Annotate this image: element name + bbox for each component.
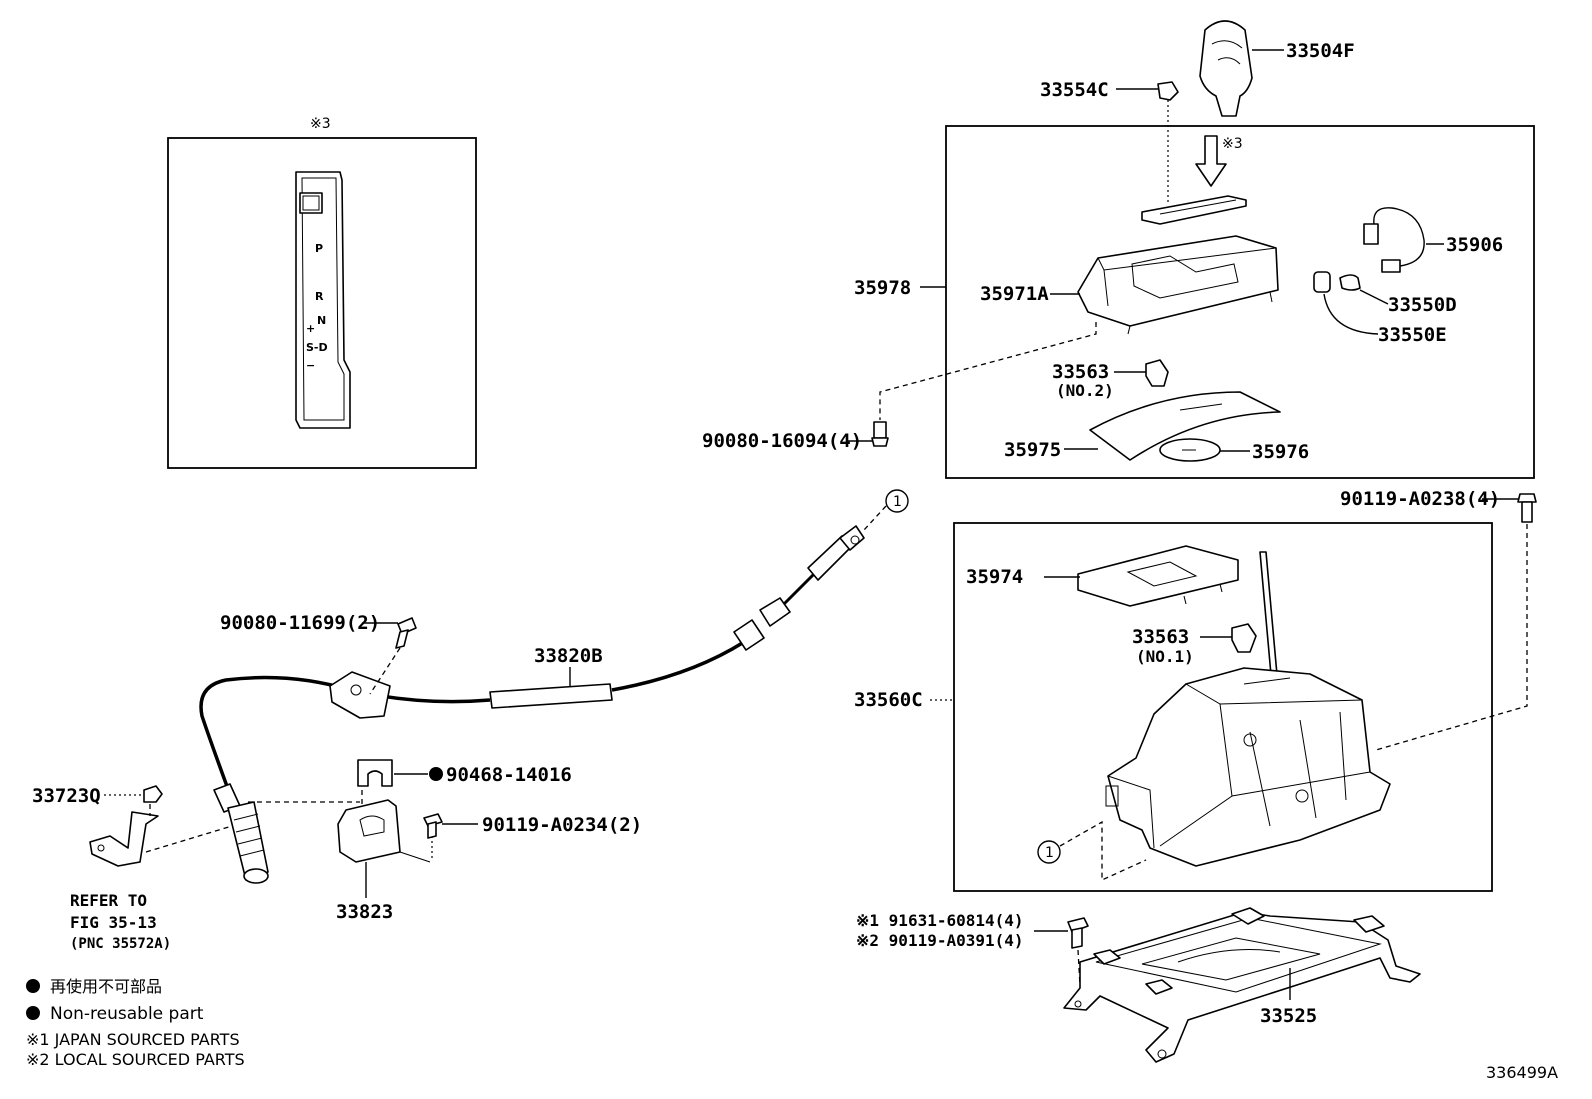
clip-33563-no1[interactable] (1200, 623, 1257, 653)
clip-33563-no2[interactable] (1114, 359, 1169, 387)
gear-plus: + (306, 322, 315, 335)
wire-harness-35906[interactable] (1363, 207, 1444, 273)
label-33563-mid-sub: (NO.1) (1136, 647, 1194, 666)
label-33820B: 33820B (534, 645, 603, 667)
nut-33723Q[interactable] (104, 785, 163, 803)
label-33550D: 33550D (1388, 294, 1457, 316)
housing-35971A[interactable] (1077, 235, 1279, 335)
label-33723Q: 33723Q (32, 785, 101, 807)
gear-p: P (315, 242, 323, 255)
view-direction-arrow (1195, 135, 1227, 187)
inset-frame (167, 137, 477, 469)
label-33823: 33823 (336, 901, 393, 923)
svg-text:1: 1 (893, 494, 902, 510)
refer-line2: FIG 35-13 (70, 913, 157, 932)
indicator-plate[interactable] (1141, 195, 1247, 225)
shift-knob-33504F[interactable] (1199, 20, 1284, 117)
gear-sd: S-D (306, 341, 328, 354)
label-33563-mid: 33563 (1132, 626, 1189, 648)
label-90119-A0234: 90119-A0234(2) (482, 814, 642, 836)
label-33560C: 33560C (854, 689, 923, 711)
label-90119-A0238: 90119-A0238(4) (1340, 488, 1500, 510)
control-cable-33820B[interactable] (199, 525, 865, 884)
label-91631-60814: ※1 91631-60814(4) (856, 911, 1024, 930)
cover-35976[interactable] (1159, 438, 1250, 462)
label-35971A: 35971A (980, 283, 1049, 305)
legend-jp: 再使用不可部品 (50, 977, 162, 996)
legend: 再使用不可部品 Non-reusable part ※1 JAPAN SOURC… (26, 977, 245, 1069)
refer-line3: (PNC 35572A) (70, 936, 171, 952)
shift-pattern-inset: ※3 P R N + S-D − (167, 116, 477, 469)
label-33554C: 33554C (1040, 79, 1109, 101)
label-35974: 35974 (966, 566, 1023, 588)
label-35978: 35978 (854, 277, 911, 299)
callout-1-lower: 1 (1037, 840, 1061, 864)
label-33504F: 33504F (1286, 40, 1355, 62)
gear-r: R (315, 290, 324, 303)
push-button-33554C[interactable] (1116, 81, 1179, 101)
upper-assembly-frame (945, 125, 1535, 479)
svg-text:1: 1 (1045, 845, 1054, 861)
clip-90468-14016[interactable] (357, 759, 443, 787)
gear-minus: − (306, 359, 315, 372)
label-33550E: 33550E (1378, 324, 1447, 346)
label-90119-A0391: ※2 90119-A0391(4) (856, 931, 1024, 950)
bolt-90080-11699[interactable] (362, 617, 417, 649)
socket-33550E[interactable] (1313, 271, 1379, 335)
label-35976: 35976 (1252, 441, 1309, 463)
label-90080-11699: 90080-11699(2) (220, 612, 380, 634)
label-90080-16094: 90080-16094(4) (702, 430, 862, 452)
label-90468-14016: 90468-14016 (446, 764, 572, 786)
bulb-33550D[interactable] (1339, 274, 1389, 305)
shift-lever-assembly-33560C[interactable] (1105, 551, 1391, 867)
legend-note2: ※2 LOCAL SOURCED PARTS (26, 1050, 245, 1069)
refer-line1: REFER TO (70, 891, 147, 910)
shift-indicator-plate: P R N + S-D − (295, 171, 351, 429)
gear-n: N (317, 314, 326, 327)
bolt-90119-A0238[interactable] (1482, 493, 1537, 523)
label-33563-top-sub: (NO.2) (1056, 381, 1114, 400)
bolt-90119-A0234[interactable] (423, 813, 478, 839)
seal-35975[interactable] (1064, 391, 1281, 461)
bracket-ref[interactable] (89, 811, 159, 867)
label-35975: 35975 (1004, 439, 1061, 461)
label-33525: 33525 (1260, 1005, 1317, 1027)
lower-assembly-frame (953, 522, 1493, 892)
figure-id: 336499A (1486, 1063, 1558, 1082)
legend-en: Non-reusable part (50, 1004, 204, 1024)
callout-1-cable: 1 (885, 489, 909, 513)
label-33563-top: 33563 (1052, 361, 1109, 383)
bracket-33823[interactable] (337, 799, 431, 898)
bracket-33525[interactable] (1063, 907, 1421, 1063)
inset-mark: ※3 (310, 116, 331, 132)
legend-note1: ※1 JAPAN SOURCED PARTS (26, 1030, 240, 1049)
bolt-90080-16094[interactable] (848, 421, 889, 447)
label-35906: 35906 (1446, 234, 1503, 256)
plate-35974[interactable] (1044, 545, 1239, 607)
arrow-mark: ※3 (1222, 136, 1243, 152)
bolt-91631-60814[interactable] (1034, 917, 1089, 949)
